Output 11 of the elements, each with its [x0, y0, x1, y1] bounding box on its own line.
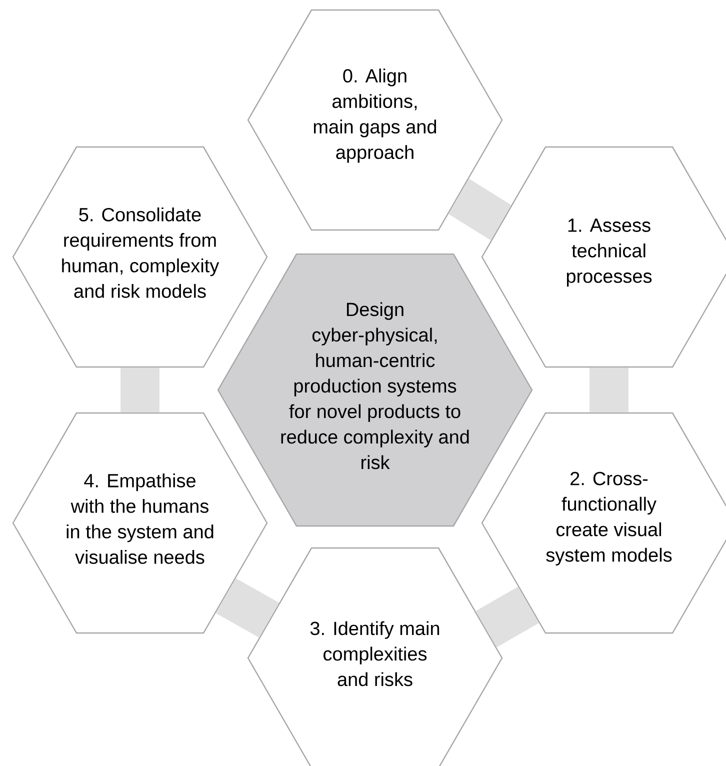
step-hexagon: 5. Consolidate requirements from human, complexity and risk models	[12, 146, 268, 368]
step-hexagon: 0. Align ambitions, main gaps and approach	[247, 9, 503, 231]
connector-band	[216, 578, 280, 638]
step-hexagon: 2. Cross-functionally create visual system models	[481, 412, 726, 634]
connector-band	[590, 368, 628, 412]
connector-band	[448, 178, 512, 240]
connector-band	[476, 586, 540, 648]
step-hexagon: 4. Empathise with the humans in the system and visualise needs	[12, 412, 268, 634]
connector-band	[120, 368, 160, 412]
step-hexagon: 3. Identify main complexities and risks	[247, 547, 503, 766]
step-hexagon: 1. Assess technical processes	[481, 146, 726, 368]
